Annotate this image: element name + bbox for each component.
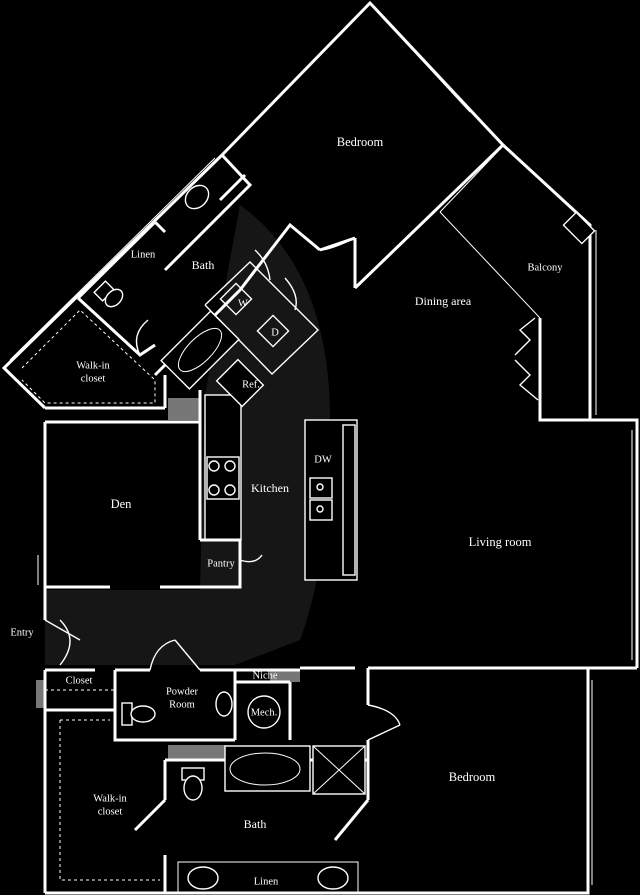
label-bath-top: Bath [192,258,215,272]
label-washer: W [238,298,248,309]
label-linen-bottom: Linen [254,876,279,887]
label-bath-bottom: Bath [244,817,267,831]
label-niche: Niche [252,670,277,681]
circulation-path [45,205,330,665]
room-labels: Bedroom Bath Linen Walk-in closet W D Re… [10,135,563,888]
label-entry: Entry [10,627,34,638]
label-walkin-top-1: Walk-in [76,360,110,371]
label-kitchen: Kitchen [251,481,289,495]
label-walkin-top-2: closet [81,373,106,384]
label-bedroom-bottom: Bedroom [449,770,496,784]
label-dining: Dining area [415,294,472,308]
label-walkin-bottom-1: Walk-in [93,793,127,804]
label-dryer: D [271,327,279,338]
label-walkin-bottom-2: closet [98,806,123,817]
label-bedroom-top: Bedroom [337,135,384,149]
label-powder-1: Powder [166,686,199,697]
label-ref: Ref. [242,379,260,390]
windows [9,19,633,885]
label-closet: Closet [66,675,93,686]
closet-shelves [21,309,160,881]
structural-columns [36,398,300,760]
label-balcony: Balcony [528,262,564,273]
doors [44,237,539,831]
label-living: Living room [469,535,532,549]
label-mech: Mech. [251,707,278,718]
label-pantry: Pantry [207,558,235,569]
label-dishwasher: DW [314,454,332,465]
label-linen-top: Linen [131,249,156,260]
label-powder-2: Room [169,699,195,710]
fixtures [93,184,366,893]
label-den: Den [111,497,133,511]
